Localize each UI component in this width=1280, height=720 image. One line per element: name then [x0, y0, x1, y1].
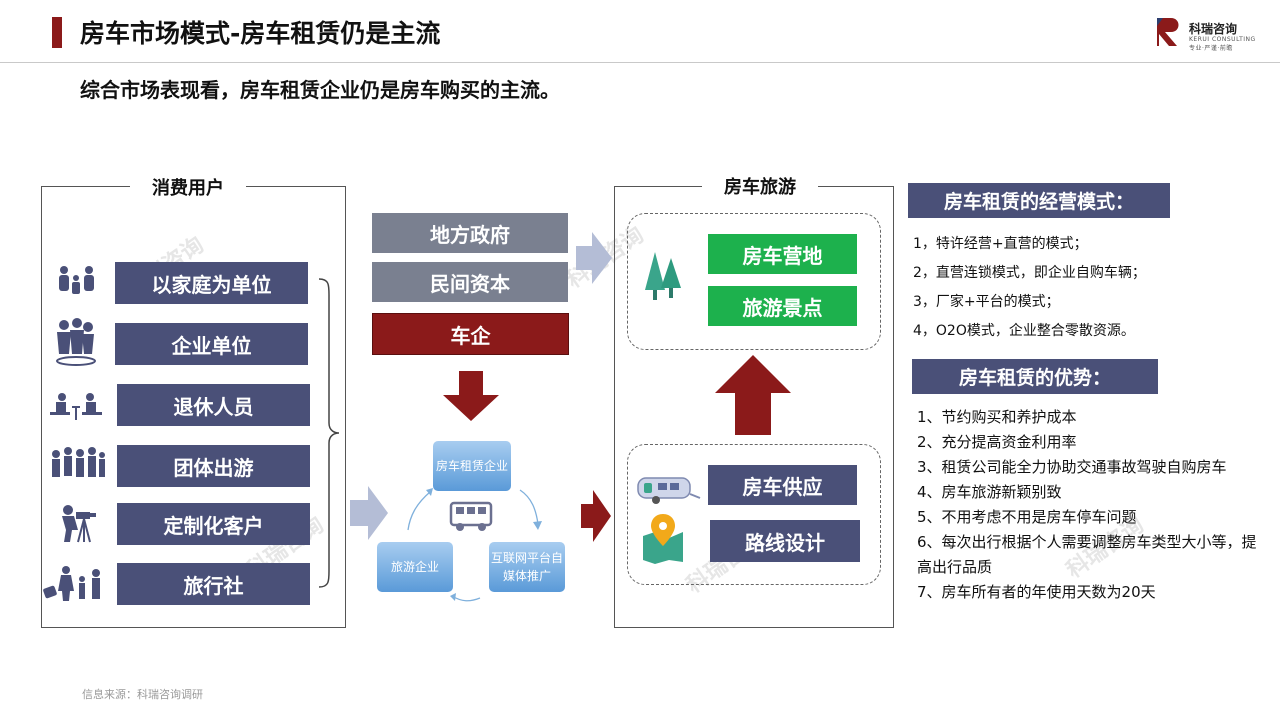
group-travel-icon	[52, 447, 105, 477]
consumer-bracket	[318, 278, 340, 588]
list-item: 2、充分提高资金利用率	[917, 433, 1077, 451]
destination-group	[627, 213, 881, 350]
source-note: 信息来源：科瑞咨询调研	[82, 688, 203, 701]
supply-route-design: 路线设计	[710, 520, 860, 562]
source-local-government: 地方政府	[372, 213, 568, 253]
consumer-panel-title: 消费用户	[130, 174, 246, 200]
supply-rv-supply: 房车供应	[708, 465, 857, 505]
advantages-list: 1、节约购买和养护成本 2、充分提高资金利用率 3、租赁公司能全力协助交通事故驾…	[917, 405, 1257, 605]
cycle-node-tourism-company: 旅游企业	[377, 542, 453, 592]
trees-icon	[645, 252, 681, 300]
cycle-node-rental-company: 房车租赁企业	[433, 441, 511, 491]
source-private-capital: 民间资本	[372, 262, 568, 302]
down-arrow-icon	[443, 371, 499, 421]
tourists-icon	[43, 566, 100, 601]
car-company-block: 车企	[372, 313, 569, 355]
right-arrow-icon	[576, 232, 612, 284]
map-pin-icon	[643, 514, 683, 564]
consumer-item-group: 团体出游	[117, 445, 310, 487]
rv-travel-title: 房车旅游	[702, 173, 818, 199]
consumer-item-family: 以家庭为单位	[115, 262, 308, 304]
logo-name: 科瑞咨询	[1189, 22, 1238, 36]
right-arrow-icon	[350, 486, 388, 540]
list-item: 7、房车所有者的年使用天数为20天	[917, 583, 1156, 601]
kerui-logo-icon	[1157, 18, 1179, 46]
list-item: 2，直营连锁模式，即企业自购车辆；	[913, 265, 1146, 281]
business-team-icon	[56, 318, 96, 366]
list-item: 5、不用考虑不用是房车停车问题	[917, 508, 1137, 526]
list-item: 1、节约购买和养护成本	[917, 408, 1077, 426]
list-item: 4、房车旅游新颖别致	[917, 483, 1062, 501]
header-divider	[0, 62, 1280, 63]
list-item: 3、租赁公司能全力协助交通事故驾驶自购房车	[917, 458, 1227, 476]
logo-tagline: 专业·严谨·前瞻	[1189, 45, 1233, 52]
rv-bus-icon	[449, 501, 493, 531]
list-item: 1，特许经营+直营的模式；	[913, 236, 1088, 252]
cycle-arrows	[407, 488, 542, 602]
consumer-item-retirees: 退休人员	[117, 384, 310, 426]
logo-subtitle: KERUI CONSULTING	[1189, 36, 1256, 43]
list-item: 4，O2O模式，企业整合零散资源。	[913, 323, 1135, 339]
caravan-icon	[637, 477, 701, 504]
photographer-icon	[62, 505, 96, 543]
destination-rv-campsite: 房车营地	[708, 234, 857, 274]
consumer-item-custom: 定制化客户	[117, 503, 310, 545]
consumer-item-travel-agency: 旅行社	[117, 563, 310, 605]
title-accent-bar	[52, 17, 62, 48]
destination-scenic-spot: 旅游景点	[708, 286, 857, 326]
retirees-icon	[50, 393, 102, 420]
cycle-node-internet-platform: 互联网平台自媒体推广	[489, 542, 565, 592]
advantages-heading: 房车租赁的优势：	[912, 359, 1158, 394]
list-item: 6、每次出行根据个人需要调整房车类型大小等，提高出行品质	[917, 533, 1257, 576]
page-subtitle: 综合市场表现看，房车租赁企业仍是房车购买的主流。	[80, 78, 560, 102]
business-model-heading: 房车租赁的经营模式：	[908, 183, 1170, 218]
page-title: 房车市场模式-房车租赁仍是主流	[80, 19, 441, 48]
right-arrow-icon	[581, 490, 611, 542]
list-item: 3，厂家+平台的模式；	[913, 294, 1060, 310]
business-model-list: 1，特许经营+直营的模式； 2，直营连锁模式，即企业自购车辆； 3，厂家+平台的…	[913, 230, 1273, 346]
consumer-item-business: 企业单位	[115, 323, 308, 365]
family-icon	[59, 266, 94, 294]
supply-group	[627, 444, 881, 585]
up-arrow-icon	[715, 355, 791, 435]
